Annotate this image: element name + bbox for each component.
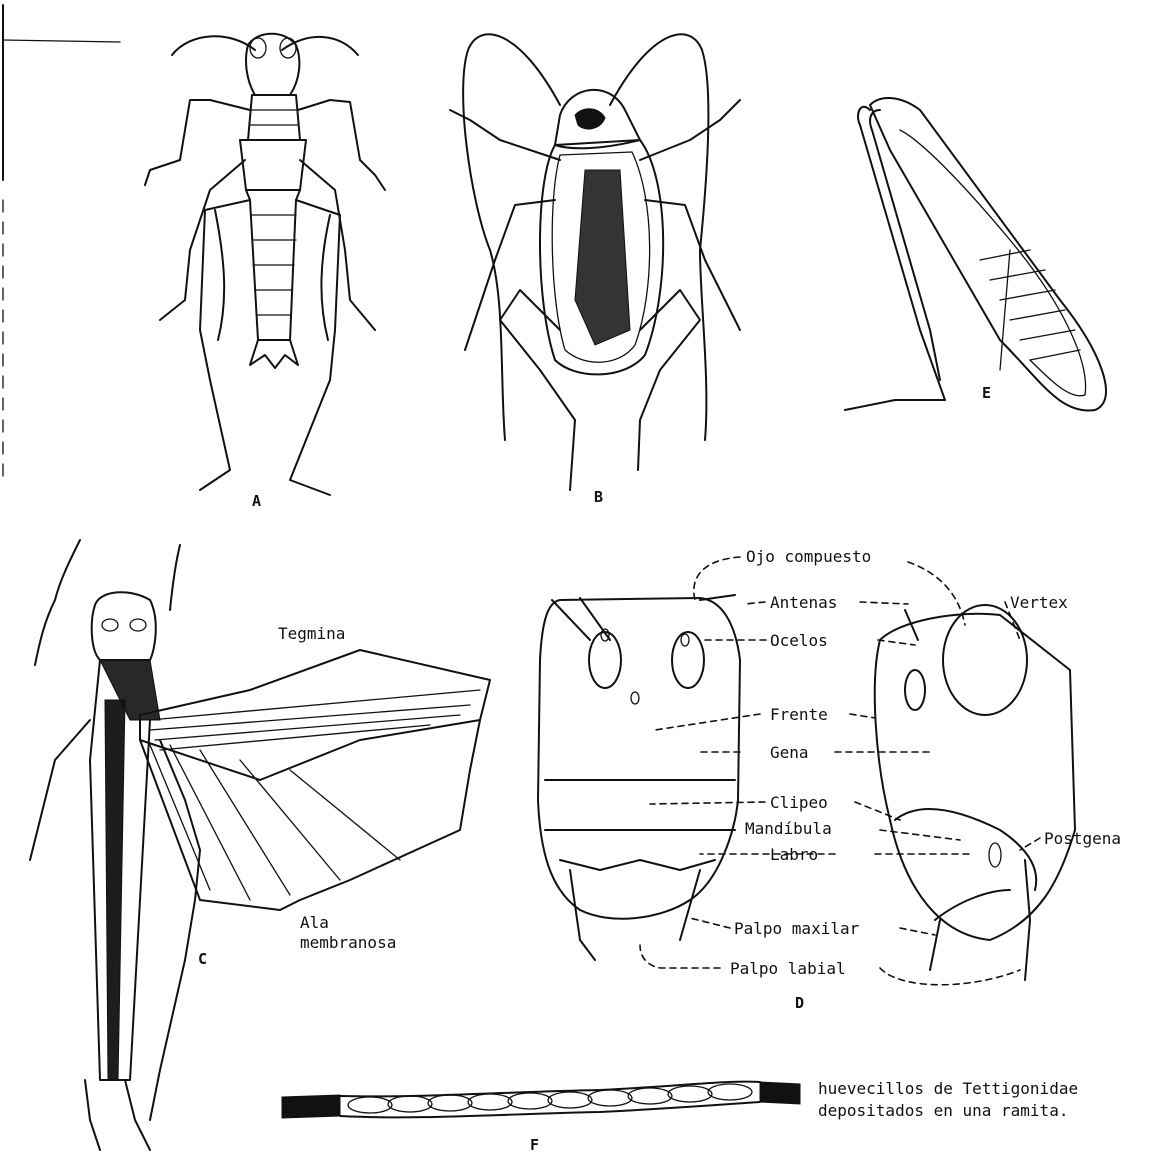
label-ala-line2: membranosa <box>300 934 396 952</box>
label-ocelos: Ocelos <box>770 632 828 650</box>
insect-e-hind-leg <box>845 98 1106 410</box>
page-edge-marks <box>3 5 120 480</box>
label-mandibula: Mandíbula <box>745 820 832 838</box>
label-labro: Labro <box>770 846 818 864</box>
insect-d-head-front <box>538 595 740 960</box>
figure-label-c: C <box>198 950 207 968</box>
figure-label-b: B <box>594 488 603 506</box>
insect-f-egg-twig <box>282 1082 800 1118</box>
label-palpo-labial: Palpo labial <box>730 960 846 978</box>
figure-label-f: F <box>530 1136 539 1154</box>
label-antenas: Antenas <box>770 594 837 612</box>
label-ojo-compuesto: Ojo compuesto <box>746 548 871 566</box>
label-gena: Gena <box>770 744 809 762</box>
figure-label-a: A <box>252 492 261 510</box>
insect-a-katydid-nymph <box>145 34 385 495</box>
insect-c-grasshopper <box>30 540 490 1150</box>
label-tegmina: Tegmina <box>278 625 345 643</box>
label-vertex: Vertex <box>1010 594 1068 612</box>
label-clipeo: Clipeo <box>770 794 828 812</box>
figure-label-e: E <box>982 384 991 402</box>
label-postgena: Postgena <box>1044 830 1121 848</box>
insect-b-cockroach <box>450 34 740 490</box>
insect-d-head-side <box>875 605 1075 980</box>
caption-line1: huevecillos de Tettigonidae <box>818 1080 1078 1098</box>
figure-label-d: D <box>795 994 804 1012</box>
label-ala-line1: Ala <box>300 914 329 932</box>
caption-line2: depositados en una ramita. <box>818 1102 1068 1120</box>
label-palpo-maxilar: Palpo maxilar <box>734 920 859 938</box>
label-frente: Frente <box>770 706 828 724</box>
